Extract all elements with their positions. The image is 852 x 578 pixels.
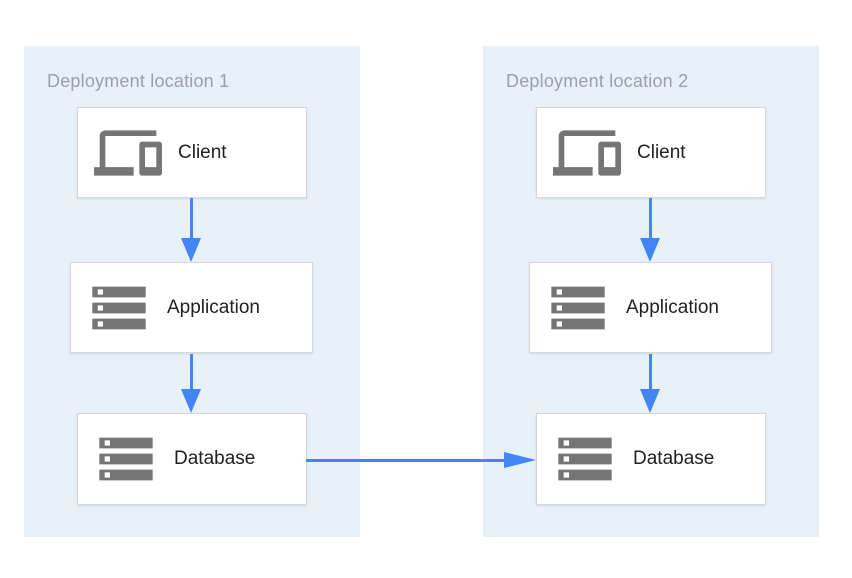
node-label: Database	[174, 448, 256, 469]
node-database-1: Database	[77, 413, 307, 505]
node-label: Client	[637, 141, 686, 163]
node-label: Application	[626, 296, 719, 318]
arrowhead-icon	[181, 389, 201, 413]
server-stack-icon	[94, 427, 158, 491]
connector-client-to-application-2	[649, 198, 652, 242]
arrowhead-icon	[504, 452, 536, 468]
arrowhead-icon	[181, 238, 201, 262]
connector-client-to-application-1	[190, 198, 193, 242]
node-application-1: Application	[70, 262, 313, 353]
zone-title-1: Deployment location 1	[47, 71, 230, 91]
devices-icon	[553, 119, 621, 187]
devices-icon	[94, 119, 162, 187]
server-stack-icon	[87, 276, 151, 340]
node-client-1: Client	[77, 107, 307, 198]
node-label: Application	[167, 296, 260, 318]
node-label: Database	[633, 448, 715, 469]
server-stack-icon	[546, 276, 610, 340]
node-database-2: Database	[536, 413, 766, 505]
connector-application-to-database-2	[649, 354, 652, 393]
node-label: Client	[178, 141, 227, 163]
connector-database1-to-database2	[306, 459, 506, 462]
deployment-zone-2: Deployment location 2 Client Application	[483, 46, 819, 537]
arrowhead-icon	[640, 389, 660, 413]
zone-title-2: Deployment location 2	[506, 71, 689, 91]
arrowhead-icon	[640, 238, 660, 262]
node-application-2: Application	[529, 262, 772, 353]
server-stack-icon	[553, 427, 617, 491]
node-client-2: Client	[536, 107, 766, 198]
deployment-zone-1: Deployment location 1 Client Application	[24, 46, 360, 537]
connector-application-to-database-1	[190, 354, 193, 393]
